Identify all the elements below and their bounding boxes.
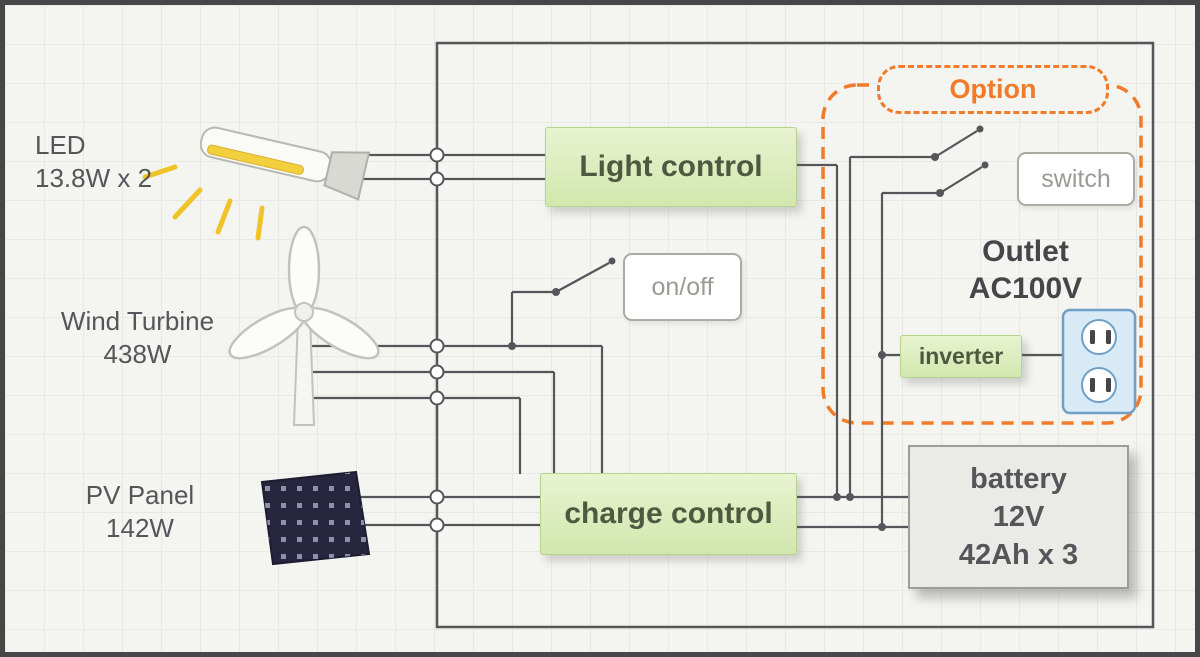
option-pill: Option xyxy=(877,65,1109,114)
on-off-box: on/off xyxy=(623,253,742,321)
battery-box: battery 12V 42Ah x 3 xyxy=(908,445,1129,589)
battery-name: battery xyxy=(970,463,1067,495)
outlet-icon xyxy=(1061,308,1137,415)
pv-panel-label: PV Panel 142W xyxy=(60,479,220,545)
wiring-layer xyxy=(142,41,1155,629)
wind-turbine-label: Wind Turbine 438W xyxy=(25,305,250,371)
outlet-label: Outlet AC100V xyxy=(923,233,1128,307)
pv-panel-icon xyxy=(260,470,371,566)
boundary-terminals xyxy=(429,147,445,533)
wind-turbine-name: Wind Turbine xyxy=(60,306,215,336)
wires xyxy=(305,130,1063,529)
switch-label: switch xyxy=(1041,164,1111,193)
led-power: 13.8W x 2 xyxy=(35,163,153,193)
system-boundary xyxy=(435,41,1155,629)
junction-dots xyxy=(508,125,989,531)
battery-voltage: 12V xyxy=(992,501,1045,533)
inverter-box: inverter xyxy=(900,335,1022,378)
option-label: Option xyxy=(949,74,1037,104)
charge-control-box: charge control xyxy=(540,473,797,555)
outlet-voltage: AC100V xyxy=(968,272,1083,305)
light-control-box: Light control xyxy=(545,127,797,207)
led-label: LED 13.8W x 2 xyxy=(35,129,220,195)
led-name: LED xyxy=(35,130,86,160)
charge-control-label: charge control xyxy=(564,497,773,530)
on-off-label: on/off xyxy=(651,272,714,301)
outlet-name: Outlet xyxy=(982,235,1069,268)
led-light-icon xyxy=(142,126,371,241)
switch-box: switch xyxy=(1017,152,1135,206)
wind-turbine-icon xyxy=(228,225,380,426)
wind-turbine-power: 438W xyxy=(103,339,172,369)
light-control-label: Light control xyxy=(579,150,763,183)
pv-panel-power: 142W xyxy=(106,513,174,543)
inverter-label: inverter xyxy=(918,343,1004,369)
led-rays xyxy=(142,164,265,241)
battery-capacity: 42Ah x 3 xyxy=(958,539,1079,571)
pv-panel-name: PV Panel xyxy=(85,480,195,510)
